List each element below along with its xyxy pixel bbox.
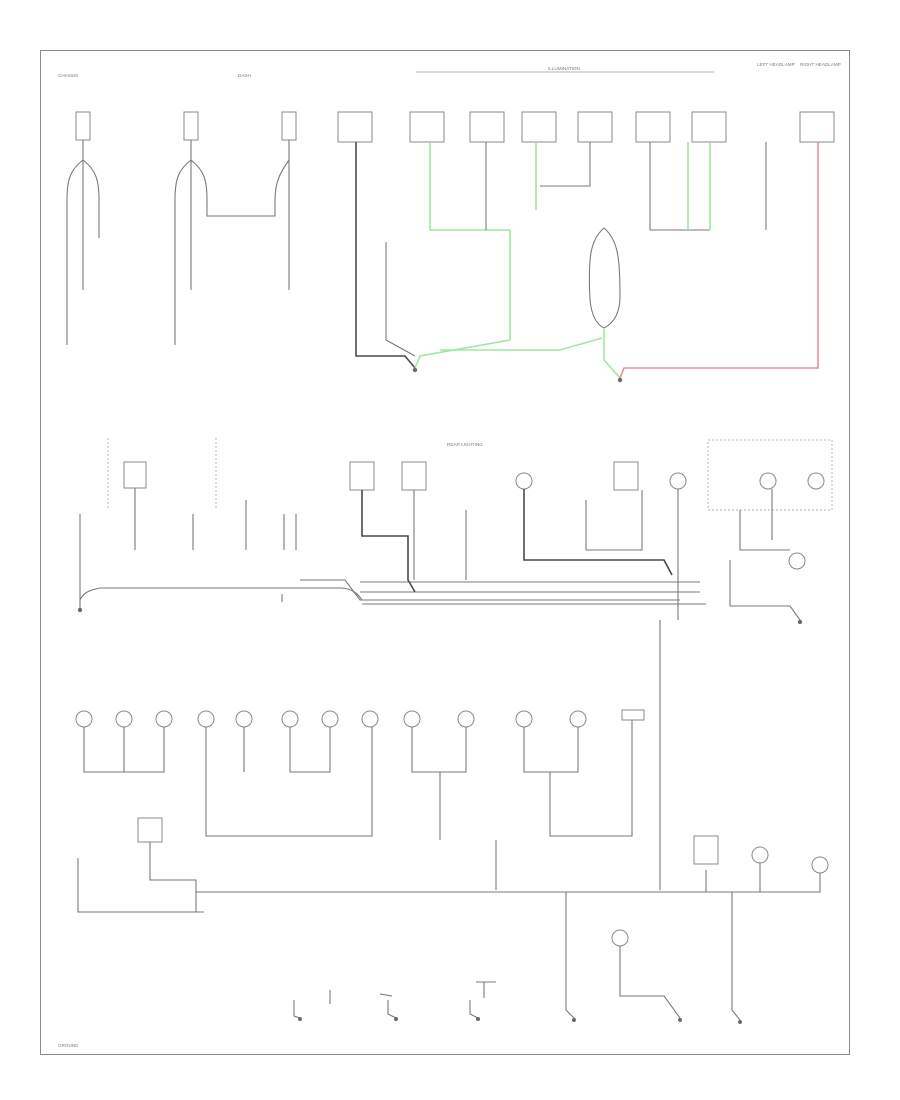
- middle-grounds: [77, 607, 803, 625]
- lower-wires: [77, 720, 821, 1021]
- corner-label: CHASSIS: [58, 73, 78, 78]
- middle-wires: [79, 488, 801, 890]
- top-grounds: [412, 367, 623, 383]
- bottom-switches: [293, 981, 496, 1019]
- dash-label: DASH: [238, 73, 251, 78]
- bottom-grounds: [298, 1017, 742, 1024]
- top-middle-components: [337, 111, 835, 379]
- lower-lamp-row: [75, 709, 645, 728]
- header-right-label-1: LEFT HEADLAMP: [757, 62, 795, 67]
- header-mid-label: ILLUMINATION: [548, 66, 580, 71]
- middle-components: [123, 439, 833, 570]
- header-right-label-2: RIGHT HEADLAMP: [800, 62, 841, 67]
- footer-label: GROUND: [58, 1043, 79, 1048]
- top-left-connectors: [66, 111, 297, 345]
- section-mid-label: REAR LIGHTING: [447, 442, 483, 447]
- lower-components: [137, 817, 829, 947]
